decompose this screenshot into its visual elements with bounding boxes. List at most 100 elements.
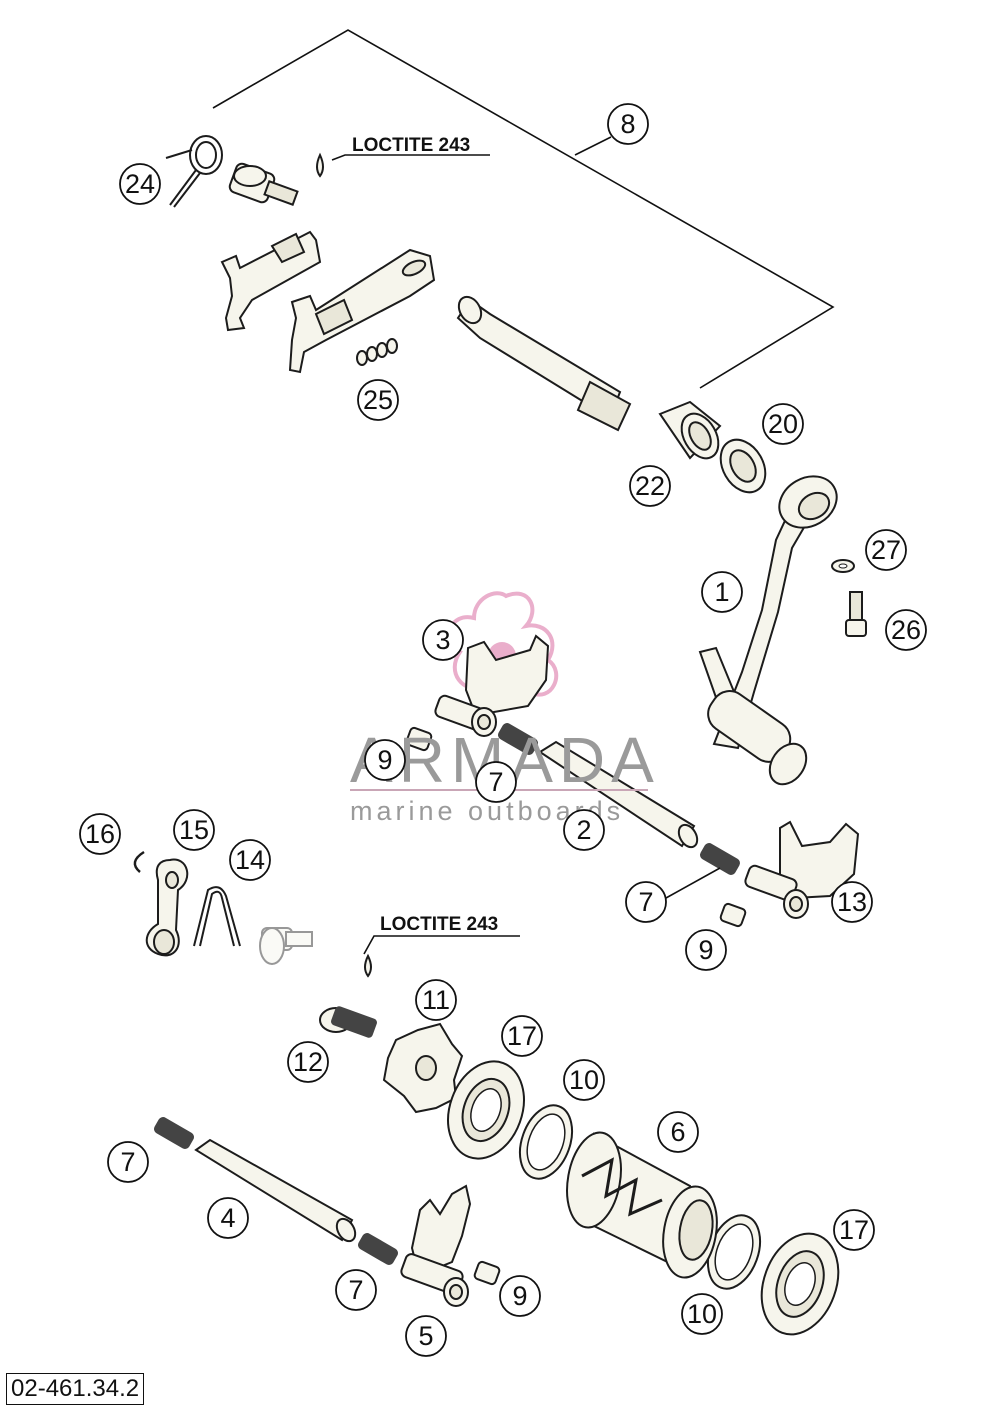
part-9-pin-right xyxy=(719,902,747,928)
svg-text:7: 7 xyxy=(488,767,503,797)
svg-text:9: 9 xyxy=(512,1281,527,1311)
part-17-bearing-lower xyxy=(760,1232,840,1336)
part-10-shim-lower xyxy=(706,1214,762,1290)
part-9-pin-lower xyxy=(473,1260,501,1286)
svg-text:14: 14 xyxy=(235,845,265,875)
callout-26: 26 xyxy=(885,609,927,651)
leader-line xyxy=(363,935,520,955)
loctite-drop-icon xyxy=(316,152,324,178)
part-27-lock-washer xyxy=(831,559,855,573)
svg-text:11: 11 xyxy=(422,985,450,1015)
svg-text:27: 27 xyxy=(871,535,901,565)
svg-text:7: 7 xyxy=(348,1275,363,1305)
svg-text:13: 13 xyxy=(837,887,867,917)
callout-17-upper: 17 xyxy=(501,1015,543,1057)
callout-9-lower: 9 xyxy=(499,1275,541,1317)
callout-11: 11 xyxy=(415,979,457,1021)
loctite-drop-icon-2 xyxy=(364,953,372,978)
svg-text:3: 3 xyxy=(435,625,450,655)
part-9-pin-upper xyxy=(405,726,433,752)
shift-shaft xyxy=(456,295,632,432)
svg-text:17: 17 xyxy=(839,1215,869,1245)
part-11-shift-star xyxy=(382,1022,464,1114)
callout-13: 13 xyxy=(831,881,873,923)
loctite-note-top: LOCTITE 243 xyxy=(352,135,470,156)
part-15-detent-lever xyxy=(145,858,189,957)
part-22-needle-sleeve xyxy=(658,400,722,460)
callout-27: 27 xyxy=(865,529,907,571)
svg-text:9: 9 xyxy=(698,935,713,965)
part-25-small-springs xyxy=(356,338,398,366)
callout-9-right: 9 xyxy=(685,929,727,971)
svg-text:24: 24 xyxy=(125,169,155,199)
diagram-reference-number: 02-461.34.2 xyxy=(6,1373,145,1405)
svg-text:4: 4 xyxy=(220,1203,235,1233)
callout-22: 22 xyxy=(629,465,671,507)
callout-6: 6 xyxy=(657,1111,699,1153)
svg-text:25: 25 xyxy=(363,385,393,415)
part-7-spring-lower xyxy=(358,1233,398,1265)
svg-text:7: 7 xyxy=(638,887,653,917)
callout-7-left: 7 xyxy=(107,1141,149,1183)
shift-plate-b xyxy=(288,248,436,374)
svg-text:8: 8 xyxy=(620,109,635,139)
svg-text:26: 26 xyxy=(891,615,921,645)
part-13-shift-fork xyxy=(744,820,860,919)
part-4-fork-rod xyxy=(194,1138,357,1243)
shift-plate-a xyxy=(220,230,322,332)
part-17-bearing-upper xyxy=(447,1060,525,1160)
leader-line xyxy=(574,136,612,156)
callout-17-lower: 17 xyxy=(833,1209,875,1251)
callout-20: 20 xyxy=(762,403,804,445)
leader-line xyxy=(665,867,721,899)
part-3-shift-fork xyxy=(434,634,550,737)
svg-text:2: 2 xyxy=(576,815,591,845)
svg-text:6: 6 xyxy=(670,1117,685,1147)
callout-9-upper: 9 xyxy=(364,739,406,781)
svg-text:1: 1 xyxy=(714,577,729,607)
callout-3: 3 xyxy=(422,619,464,661)
callout-12: 12 xyxy=(287,1041,329,1083)
part-24-spring xyxy=(165,135,223,208)
part-7-spring-right xyxy=(700,843,740,875)
detent-bolt-ghost xyxy=(259,927,313,965)
part-6-shift-drum xyxy=(566,1131,718,1279)
callout-10-upper: 10 xyxy=(563,1059,605,1101)
svg-text:10: 10 xyxy=(687,1299,717,1329)
callout-4: 4 xyxy=(207,1197,249,1239)
callout-2: 2 xyxy=(563,809,605,851)
part-10-shim-upper xyxy=(518,1104,574,1180)
part-12-screw xyxy=(319,1006,377,1038)
leader-line xyxy=(331,154,490,161)
part-7-spring-left xyxy=(154,1117,194,1149)
part-2-fork-rod xyxy=(538,740,699,849)
callout-24: 24 xyxy=(119,163,161,205)
stud-bolt-top xyxy=(228,162,299,206)
callout-16: 16 xyxy=(79,813,121,855)
part-20-washer xyxy=(719,438,767,494)
callout-7-lower: 7 xyxy=(335,1269,377,1311)
svg-text:5: 5 xyxy=(418,1321,433,1351)
callout-5: 5 xyxy=(405,1315,447,1357)
svg-text:17: 17 xyxy=(507,1021,537,1051)
callout-8: 8 xyxy=(607,103,649,145)
svg-text:9: 9 xyxy=(377,745,392,775)
part-14-detent-spring xyxy=(193,886,241,947)
callout-10-lower: 10 xyxy=(681,1293,723,1335)
callout-15: 15 xyxy=(173,809,215,851)
callout-7-right: 7 xyxy=(625,881,667,923)
part-16-circlip xyxy=(133,850,145,873)
svg-text:12: 12 xyxy=(293,1047,323,1077)
part-26-screw xyxy=(845,591,867,637)
assembly-8-bracket xyxy=(212,29,835,389)
svg-text:16: 16 xyxy=(85,819,115,849)
part-5-shift-fork xyxy=(400,1184,472,1307)
callout-7-upper: 7 xyxy=(475,761,517,803)
loctite-note-mid: LOCTITE 243 xyxy=(380,914,498,935)
svg-text:22: 22 xyxy=(635,471,665,501)
part-7-spring-upper xyxy=(498,723,538,755)
callout-25: 25 xyxy=(357,379,399,421)
callout-1: 1 xyxy=(701,571,743,613)
callout-14: 14 xyxy=(229,839,271,881)
